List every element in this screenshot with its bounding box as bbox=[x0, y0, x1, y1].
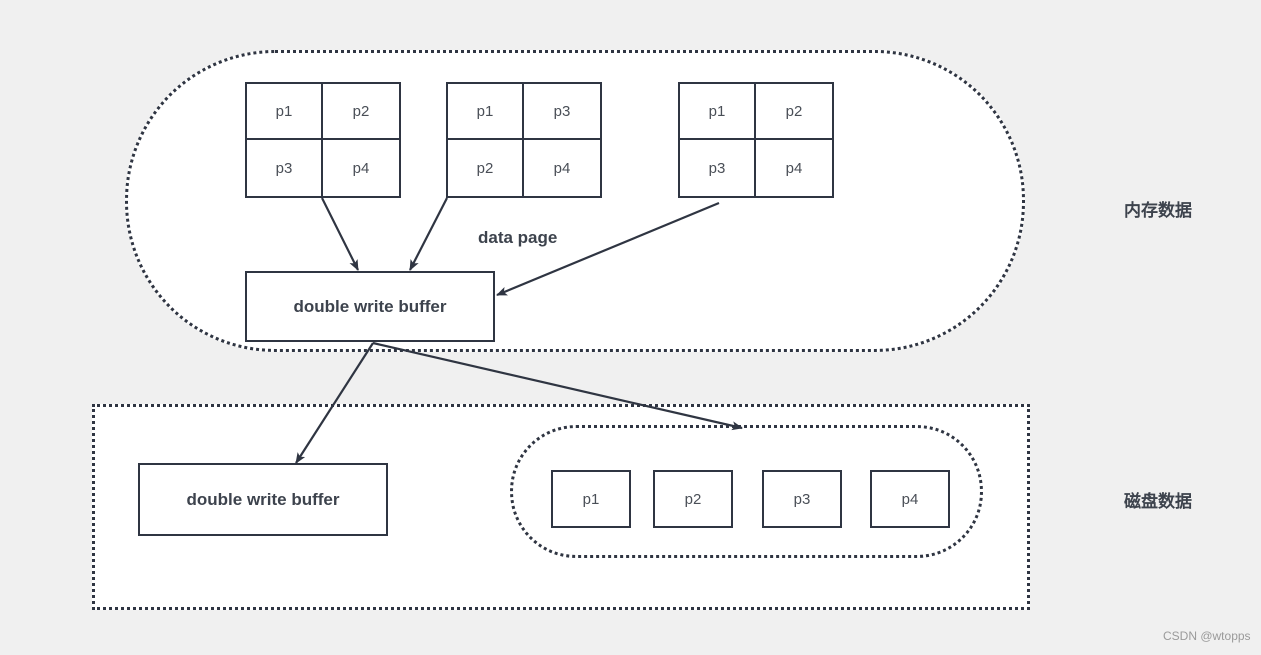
disk-pages-group bbox=[510, 425, 983, 558]
disk-double-write-buffer-box: double write buffer bbox=[138, 463, 388, 536]
disk-page-box: p4 bbox=[870, 470, 950, 528]
page-cell: p4 bbox=[553, 159, 571, 177]
page-cell: p1 bbox=[247, 84, 323, 140]
page-cell: p1 bbox=[448, 84, 524, 140]
disk-page-box: p2 bbox=[653, 470, 733, 528]
data-page-label: data page bbox=[478, 228, 558, 247]
page-cell: p3 bbox=[247, 140, 323, 196]
page-cell: p2 bbox=[448, 140, 524, 196]
page-cell: p2 bbox=[323, 84, 399, 140]
data-page-grid-2: p1 p3 p2 p4 bbox=[446, 82, 602, 198]
page-cell: p1 bbox=[680, 84, 756, 140]
disk-data-side-label: 磁盘数据 bbox=[1124, 492, 1192, 511]
page-cell: p3 bbox=[524, 84, 600, 140]
disk-page-box: p3 bbox=[762, 470, 842, 528]
page-cell: p4 bbox=[785, 159, 803, 177]
disk-page-box: p1 bbox=[551, 470, 631, 528]
page-cell: p3 bbox=[680, 140, 756, 196]
page-cell: p4 bbox=[352, 159, 370, 177]
data-page-grid-1: p1 p2 p3 p4 bbox=[245, 82, 401, 198]
memory-data-side-label: 内存数据 bbox=[1124, 201, 1192, 220]
data-page-grid-3: p1 p2 p3 p4 bbox=[678, 82, 834, 198]
page-cell: p2 bbox=[756, 84, 832, 140]
memory-double-write-buffer-box: double write buffer bbox=[245, 271, 495, 342]
watermark-label: CSDN @wtopps bbox=[1163, 629, 1251, 643]
